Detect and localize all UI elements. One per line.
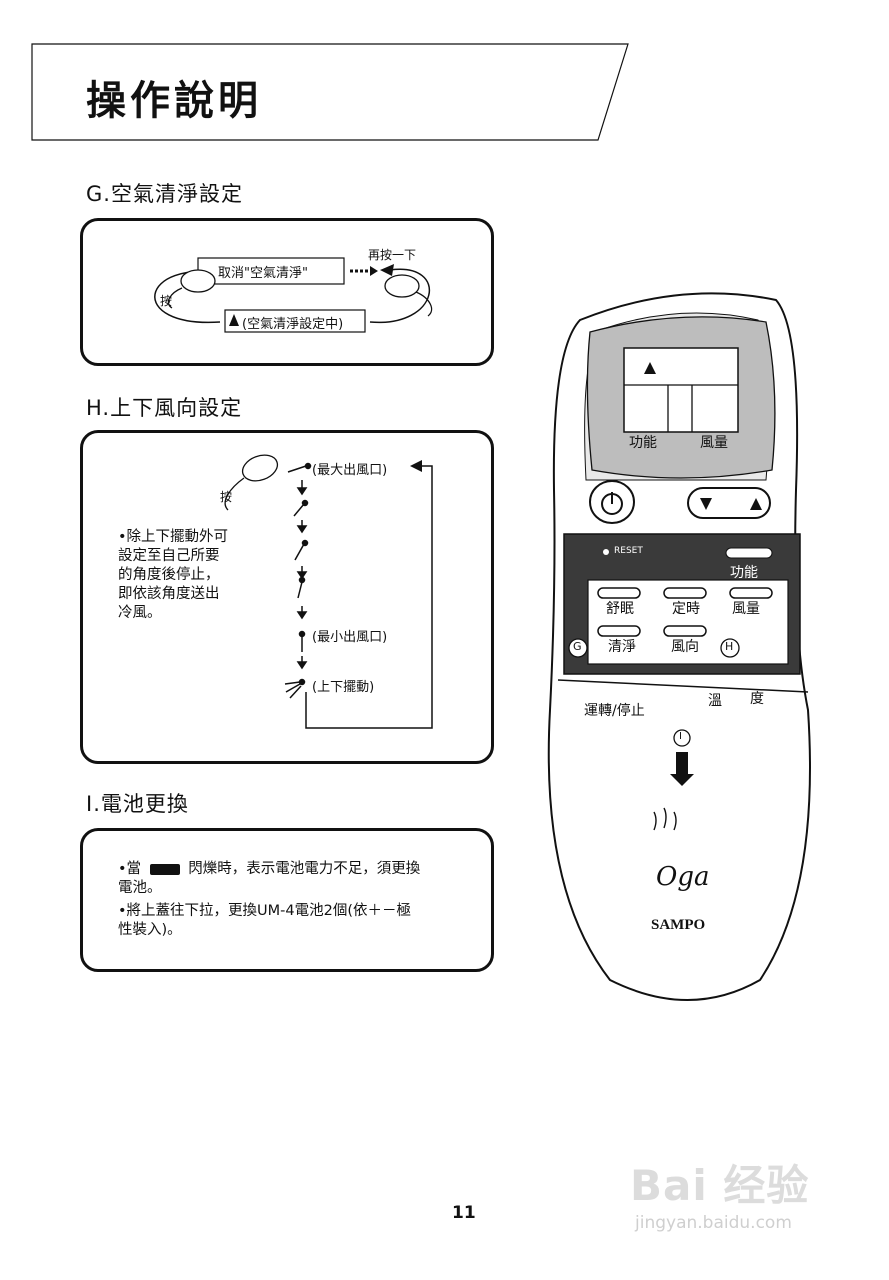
battery-note-line: 電池。 — [118, 880, 162, 896]
run-stop-button[interactable]: 運轉/停止 — [584, 703, 645, 719]
watermark-brand: Bai 经验 — [630, 1161, 810, 1210]
header-frame — [31, 43, 629, 141]
section-g-panel — [80, 218, 494, 366]
temp-label-1: 溫 — [708, 693, 722, 709]
vane-note-line: 冷風。 — [118, 605, 162, 621]
page-number: 11 — [452, 1203, 476, 1223]
vane-note-line: 設定至自己所要 — [118, 548, 220, 564]
section-h-panel — [80, 430, 494, 764]
fan-button[interactable]: 風量 — [732, 601, 760, 617]
press-label-g: 按 — [160, 294, 173, 308]
marker-h: H — [725, 640, 734, 653]
sleep-button[interactable]: 舒眠 — [606, 601, 634, 617]
watermark-url: jingyan.baidu.com — [635, 1213, 792, 1233]
vane-note-line: 的角度後停止， — [118, 567, 220, 583]
direction-button[interactable]: 風向 — [671, 639, 699, 655]
battery-icon — [149, 863, 180, 875]
marker-g: G — [573, 640, 582, 653]
temp-label-2: 度 — [750, 691, 764, 707]
press-again-label: 再按一下 — [368, 248, 417, 262]
display-func-label: 功能 — [629, 435, 657, 451]
page-title: 操作說明 — [86, 78, 262, 124]
clean-setting-label: (空氣清淨設定中) — [242, 317, 344, 332]
timer-button[interactable]: 定時 — [672, 601, 700, 617]
section-i-title: I.電池更換 — [86, 792, 189, 816]
max-outlet-label: (最大出風口) — [312, 463, 388, 478]
battery-note-line: •將上蓋往下拉，更換UM-4電池2個(依＋－極 — [118, 903, 412, 919]
section-h-vane-diagram — [224, 454, 433, 729]
min-outlet-label: (最小出風口) — [312, 630, 388, 645]
remote-control — [547, 292, 811, 1001]
swing-label: (上下擺動) — [312, 680, 375, 695]
battery-note: •當 閃爍時，表示電池電力不足，須更換 電池。 •將上蓋往下拉，更換UM-4電池… — [118, 860, 420, 940]
marker-i: I — [679, 731, 682, 742]
vane-note: •除上下擺動外可 設定至自己所要 的角度後停止， 即依該角度送出 冷風。 — [118, 528, 228, 623]
press-label-h: 按 — [220, 490, 233, 504]
reset-label: RESET — [614, 546, 643, 556]
section-g-cycle-diagram — [154, 257, 433, 333]
sampo-logo: SAMPO — [651, 917, 706, 933]
vane-note-line: •除上下擺動外可 — [118, 529, 229, 545]
section-g-title: G.空氣清淨設定 — [86, 182, 243, 206]
func-button[interactable]: 功能 — [730, 565, 758, 581]
oga-logo: Oga — [656, 862, 710, 892]
battery-note-line: 性裝入)。 — [118, 922, 182, 938]
section-i-panel — [80, 828, 494, 972]
clean-button[interactable]: 清淨 — [608, 639, 636, 655]
cancel-clean-label: 取消"空氣清淨" — [218, 266, 308, 281]
display-fan-label: 風量 — [700, 435, 728, 451]
section-h-title: H.上下風向設定 — [86, 396, 243, 420]
battery-note-line: •當 閃爍時，表示電池電力不足，須更換 — [118, 861, 421, 877]
vane-note-line: 即依該角度送出 — [118, 586, 220, 602]
